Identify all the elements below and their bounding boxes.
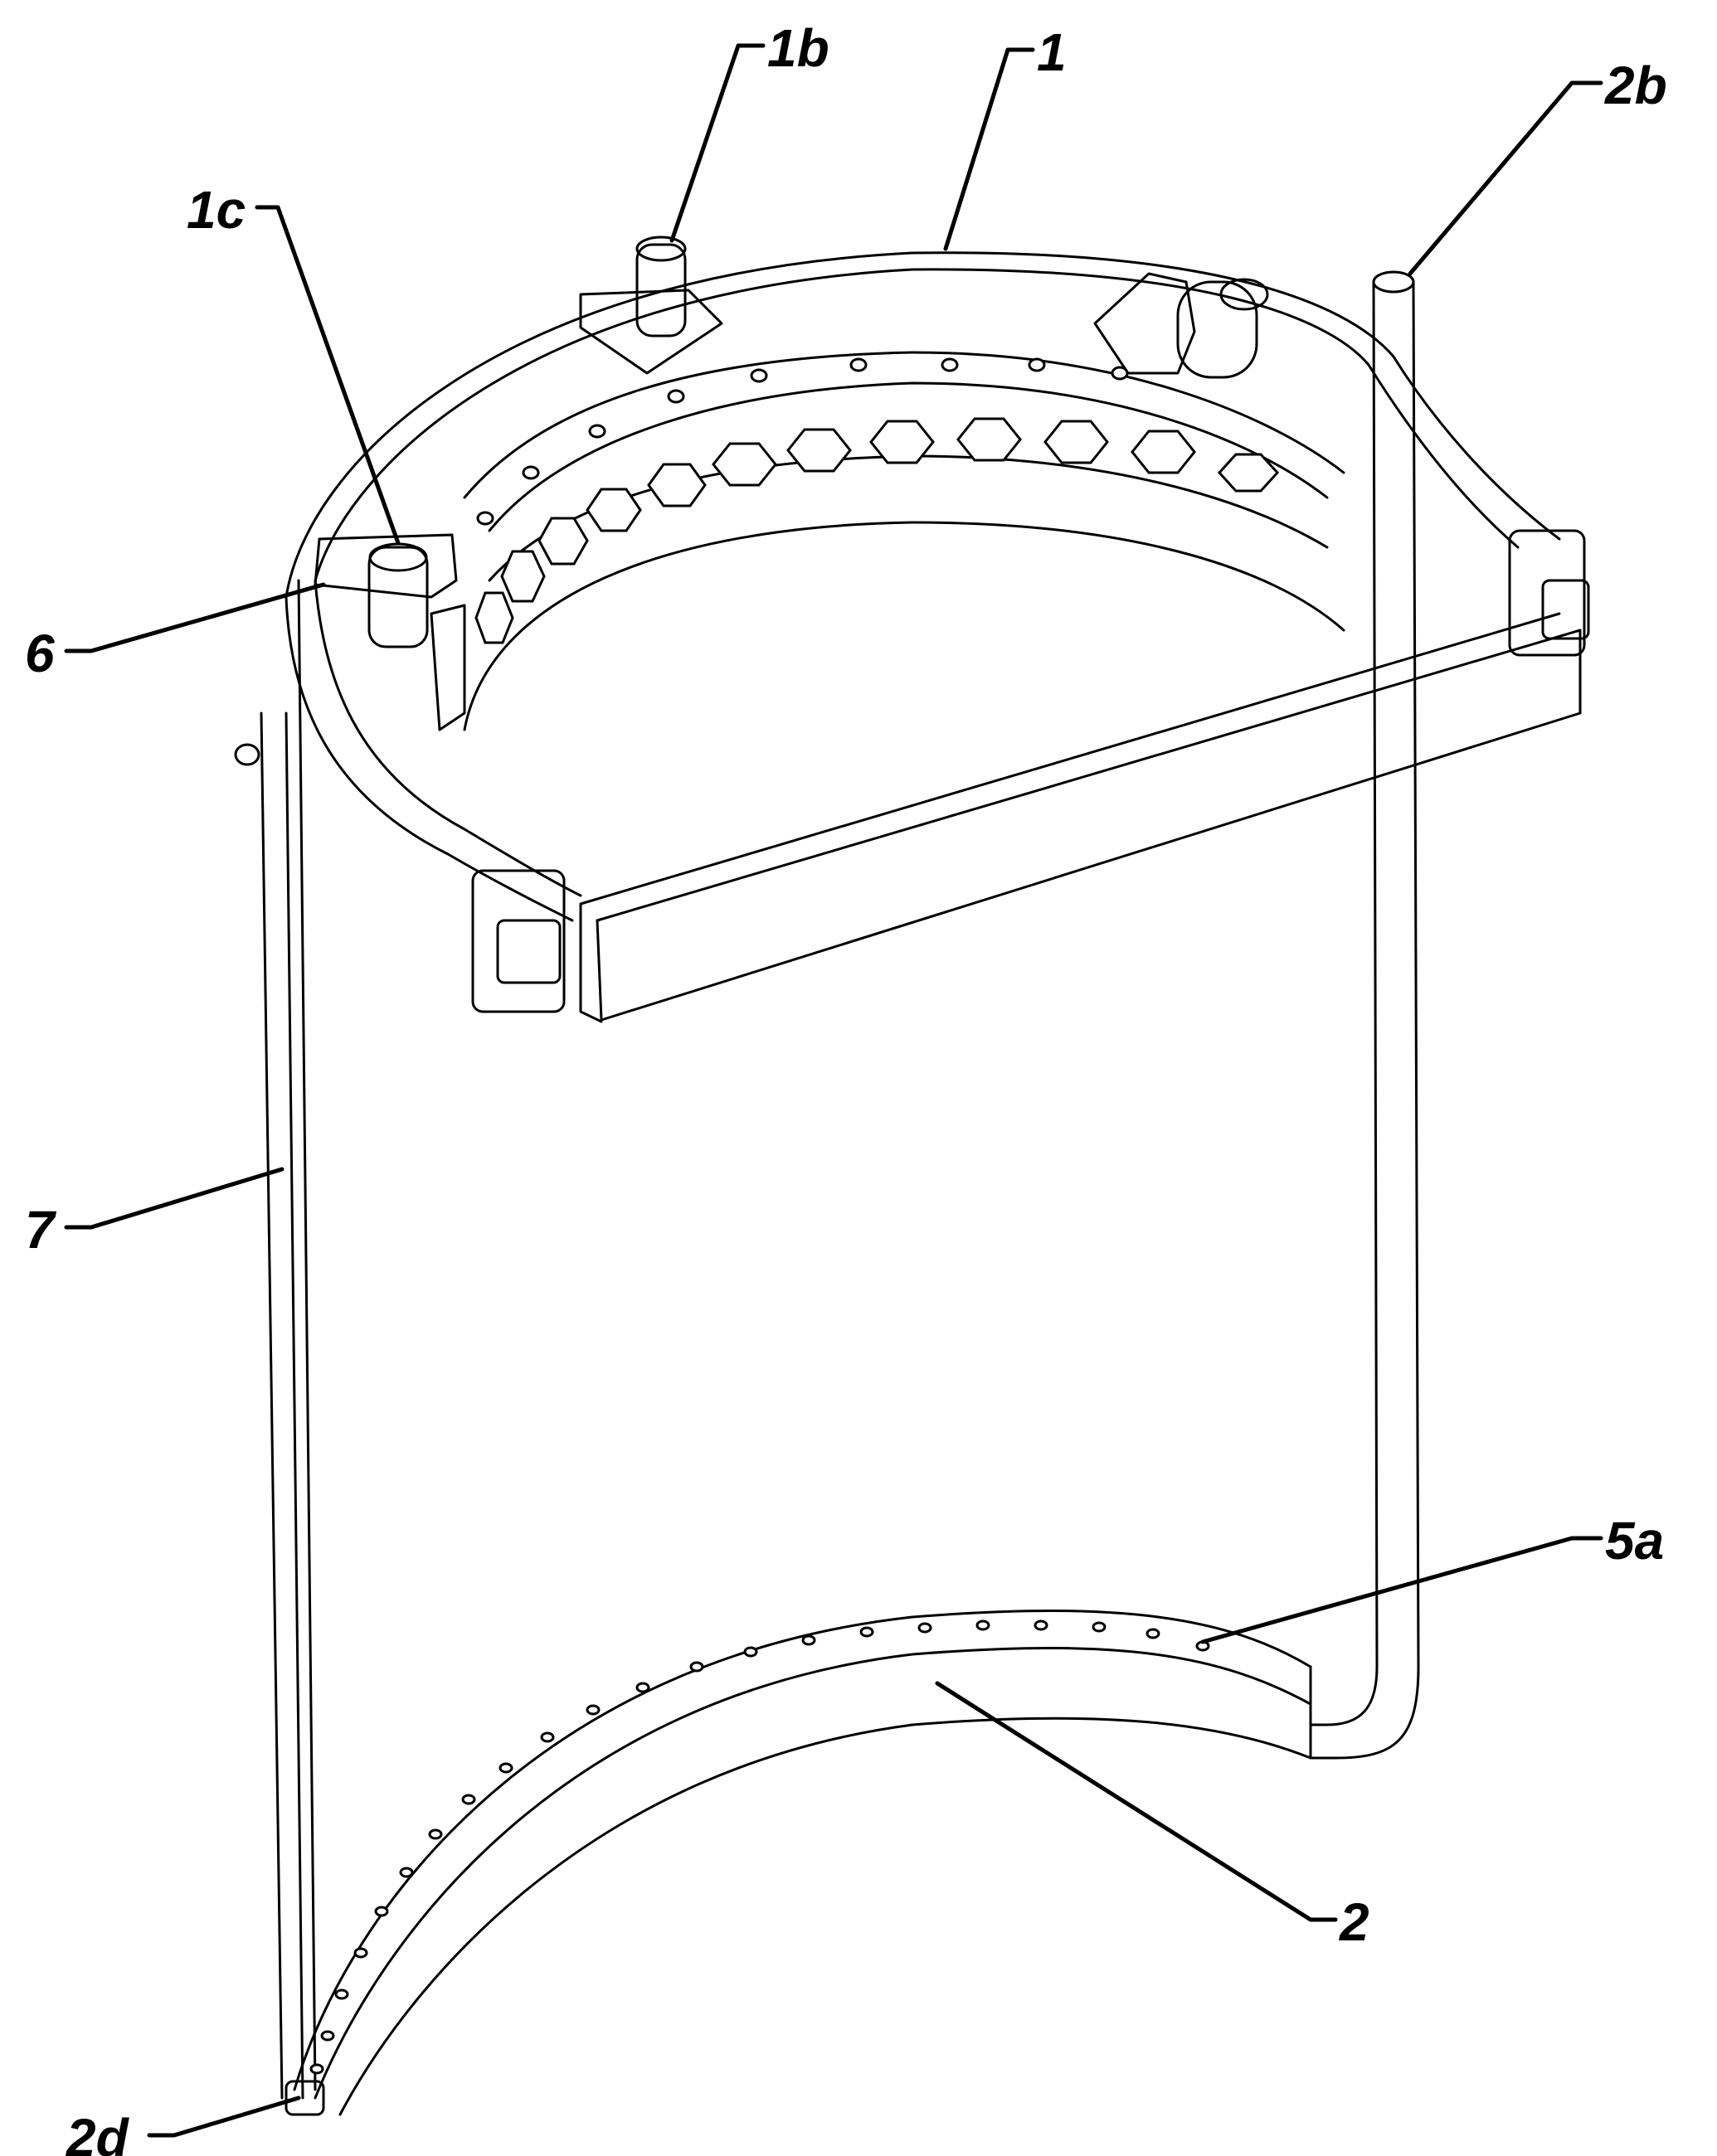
top-left-pin <box>579 236 723 375</box>
label-2d: 2d <box>66 2108 130 2156</box>
bottom-arc <box>285 1610 1312 2116</box>
right-vertical-rod <box>1309 270 1420 1760</box>
label-1c: 1c <box>187 180 246 240</box>
left-vertical-strip <box>234 579 317 2100</box>
label-6: 6 <box>25 624 55 683</box>
label-1: 1 <box>1037 22 1067 82</box>
label-7: 7 <box>25 1200 57 1260</box>
headband-frame <box>285 251 1561 922</box>
adjustment-holes <box>476 357 1129 526</box>
leader-lines <box>64 43 1603 2138</box>
hexagon-vent-holes <box>474 417 1280 644</box>
bottom-arc-dots <box>309 1619 1210 2075</box>
label-5a: 5a <box>1605 1511 1664 1571</box>
top-right-pin <box>1093 272 1269 379</box>
front-strap <box>471 529 1590 1023</box>
part-labels: 1b 1 2b 1c 6 7 5a 2 2d <box>25 18 1667 2156</box>
label-2b: 2b <box>1604 56 1667 115</box>
left-connector <box>314 533 466 731</box>
label-2: 2 <box>1339 1892 1369 1952</box>
label-1b: 1b <box>767 18 829 78</box>
